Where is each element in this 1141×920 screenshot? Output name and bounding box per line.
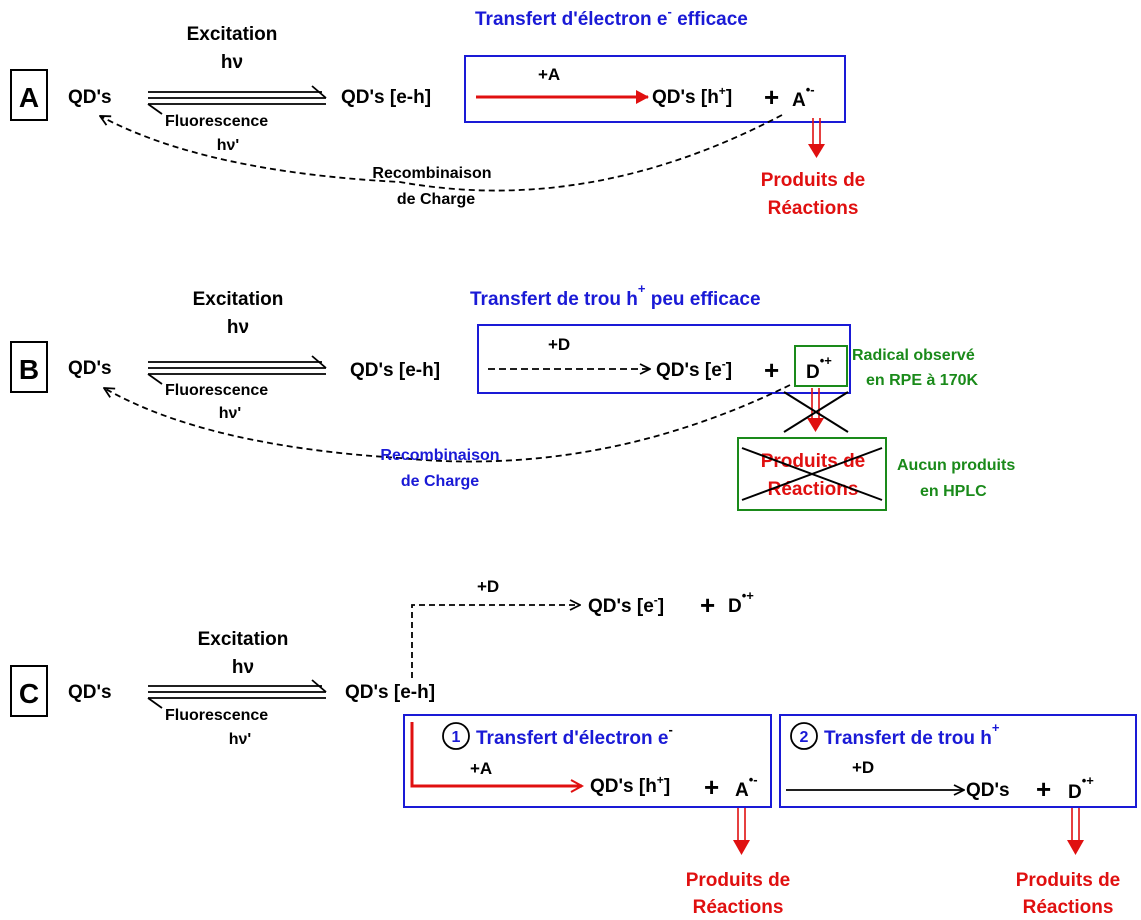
panel-c-branch-qds-e: QD's [e-]	[588, 593, 664, 617]
panel-a-reactions: Réactions	[768, 198, 859, 219]
panel-b-products-strike	[741, 447, 883, 501]
panel-b-label: B	[19, 354, 39, 385]
panel-a-excitation: Excitation	[187, 24, 278, 45]
panel-a-de-charge: de Charge	[397, 191, 475, 208]
panel-a-fluorescence: Fluorescence	[165, 113, 268, 130]
panel-c-step1-plus-a: +A	[470, 759, 492, 778]
panel-a-qds-eh: QD's [e-h]	[341, 87, 431, 108]
panel-b-label-box	[10, 341, 48, 393]
panel-a-qds-h: QD's [h+]	[652, 84, 732, 108]
panel-b-aucun-line2: en HPLC	[920, 483, 987, 500]
panel-b-hv-prime: hν'	[219, 405, 241, 422]
panel-c-step1-plus-sign: +	[704, 772, 719, 802]
panel-c-step1-product-arrow	[733, 808, 750, 855]
panel-a-equilibrium-arrow	[147, 85, 327, 115]
panel-b-no-products-box	[737, 437, 887, 511]
panel-c-fluorescence: Fluorescence	[165, 707, 268, 724]
panel-c-qds-eh: QD's [e-h]	[345, 682, 435, 703]
panel-b-qds: QD's	[68, 358, 112, 379]
panel-b: B QD's Excitation hν Fluorescence hν' QD…	[10, 281, 1015, 511]
panel-a-plus-a: +A	[538, 65, 560, 84]
panel-b-radical-line2: en RPE à 170K	[866, 372, 979, 389]
panel-b-qds-eh: QD's [e-h]	[350, 360, 440, 381]
panel-b-recombinaison: Recombinaison	[380, 447, 499, 464]
panel-a-recombinaison: Recombinaison	[372, 165, 491, 182]
panel-c-hv-prime: hν'	[229, 731, 251, 748]
panel-c-qds: QD's	[68, 682, 112, 703]
panel-c-step2-qds: QD's	[966, 780, 1010, 801]
panel-a-electron-transfer-box	[464, 55, 846, 123]
panel-b-radical-box	[794, 345, 848, 387]
panel-c-step2-plus-sign: +	[1036, 774, 1051, 804]
panel-c-label-box	[10, 665, 48, 717]
panel-b-produits-de: Produits de	[761, 451, 866, 472]
panel-c-equilibrium-arrow	[147, 679, 327, 709]
panel-a-recombination-arrow	[100, 114, 783, 192]
panel-c-step2-number: 2	[800, 729, 809, 746]
panel-a-acceptor: A•-	[792, 82, 815, 111]
panel-a-hv-prime: hν'	[217, 137, 239, 154]
panel-a-plus-sign: +	[764, 82, 779, 112]
panel-c-step1-red-arrow	[410, 722, 582, 786]
panel-c-excitation: Excitation	[198, 629, 289, 650]
panel-c-step1-box	[403, 714, 772, 808]
panel-c-step1-reactions: Réactions	[693, 897, 784, 918]
panel-a-hv: hν	[221, 52, 243, 73]
panel-c: C QD's Excitation hν Fluorescence hν' QD…	[10, 577, 1137, 918]
panel-b-aucun-line1: Aucun produits	[897, 457, 1015, 474]
panel-b-fluorescence: Fluorescence	[165, 382, 268, 399]
panel-b-product-arrow	[807, 388, 824, 432]
panel-a-label: A	[19, 82, 39, 113]
panel-c-step2-produits-de: Produits de	[1016, 870, 1121, 891]
panel-c-step2-product-arrow	[1067, 808, 1084, 855]
panel-c-step2-box	[779, 714, 1137, 808]
panel-c-step1-circle	[442, 722, 470, 750]
panel-b-blocked-cross	[783, 391, 849, 433]
panel-b-recombination-arrow	[104, 384, 791, 463]
panel-c-branch-plus-sign: +	[700, 590, 715, 620]
panel-c-hv: hν	[232, 657, 254, 678]
panel-c-branch-donor: D•+	[728, 588, 754, 617]
panel-c-step1-number: 1	[452, 729, 461, 746]
panel-c-step2-reactions: Réactions	[1023, 897, 1114, 918]
panel-b-title: Transfert de trou h+ peu efficace	[470, 281, 761, 310]
panel-b-excitation: Excitation	[193, 289, 284, 310]
panel-c-step2-donor: D•+	[1068, 773, 1094, 803]
panel-c-step1-title: Transfert d'électron e-	[476, 722, 673, 749]
panel-b-qds-e: QD's [e-]	[656, 357, 732, 381]
panel-a-title: Transfert d'électron e- efficace	[475, 4, 748, 30]
panel-b-de-charge: de Charge	[401, 473, 479, 490]
panel-b-plus-d: +D	[548, 335, 570, 354]
panel-c-step2-plus-d: +D	[852, 758, 874, 777]
panel-c-branch-plus-d: +D	[477, 577, 499, 596]
panel-c-step1-acceptor: A•-	[735, 772, 758, 801]
panel-c-step1-produits-de: Produits de	[686, 870, 791, 891]
panel-c-dashed-branch-arrow	[411, 605, 580, 678]
panel-b-plus-sign: +	[764, 355, 779, 385]
panel-b-equilibrium-arrow	[147, 355, 327, 385]
panel-a-label-box	[10, 69, 48, 121]
panel-b-radical-line1: Radical observé	[852, 347, 975, 364]
panel-c-step2-title: Transfert de trou h+	[824, 720, 1000, 749]
panel-a-product-arrow	[808, 118, 825, 158]
panel-b-reactions: Réactions	[768, 479, 859, 500]
panel-c-step2-circle	[790, 722, 818, 750]
panel-b-donor: D•+	[806, 353, 832, 383]
panel-c-label: C	[19, 678, 39, 709]
panel-b-hv: hν	[227, 317, 249, 338]
panel-a: A QD's Excitation hν Fluorescence hν' QD…	[10, 4, 866, 219]
panel-c-step1-qds-h: QD's [h+]	[590, 773, 670, 797]
panel-b-hole-transfer-box	[477, 324, 851, 394]
panel-a-qds: QD's	[68, 87, 112, 108]
panel-a-produits-de: Produits de	[761, 170, 866, 191]
